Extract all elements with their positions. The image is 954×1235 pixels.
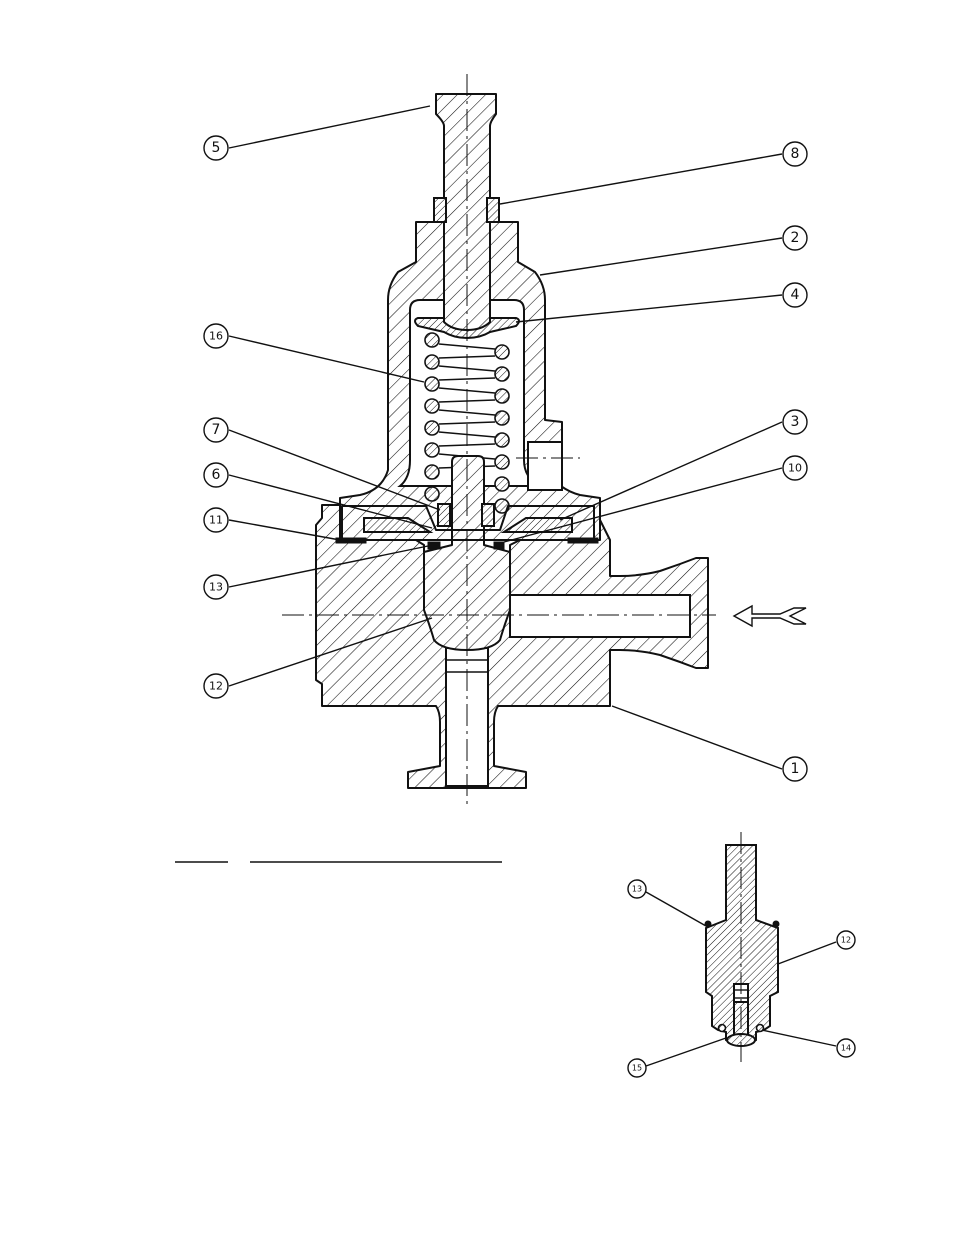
callout-label: 14 (841, 1044, 851, 1053)
callout-2: 2 (783, 226, 807, 250)
callout-label: 11 (209, 514, 223, 527)
callout-label: 13 (632, 885, 642, 894)
callout-label: 8 (791, 146, 800, 162)
callout-7: 7 (204, 418, 228, 442)
callout-6: 6 (204, 463, 228, 487)
bonnet-port (528, 442, 562, 490)
callout-label: 7 (212, 422, 221, 438)
lock-nut-left (434, 198, 446, 222)
callout-16: 16 (204, 324, 228, 348)
callout-12: 12 (204, 674, 228, 698)
callout-label: 13 (209, 581, 223, 594)
callout-label: 12 (841, 936, 851, 945)
valve-body (316, 500, 708, 788)
detail-callout-15: 15 (628, 1059, 646, 1077)
bushing-right (482, 504, 494, 526)
inlet-bore (510, 595, 690, 637)
callout-label: 12 (209, 680, 223, 693)
callout-label: 5 (212, 140, 221, 156)
callout-4: 4 (783, 283, 807, 307)
bushing-left (438, 504, 450, 526)
gasket-left (336, 538, 366, 543)
callout-label: 3 (791, 414, 800, 430)
detail-callout-12: 12 (837, 931, 855, 949)
callout-8: 8 (783, 142, 807, 166)
callout-11: 11 (204, 508, 228, 532)
callout-label: 4 (791, 287, 800, 303)
callout-label: 6 (212, 467, 221, 483)
callout-label: 10 (788, 462, 802, 475)
callout-1: 1 (783, 757, 807, 781)
callout-label: 1 (791, 761, 800, 777)
callout-5: 5 (204, 136, 228, 160)
callout-label: 16 (209, 330, 223, 343)
lock-nut-right (487, 198, 499, 222)
callout-3: 3 (783, 410, 807, 434)
main-section-view (282, 74, 806, 806)
callout-label: 15 (632, 1064, 642, 1073)
gasket-right (568, 538, 598, 543)
o-ring-right (494, 542, 504, 549)
callout-label: 2 (791, 230, 800, 246)
detail-callout-14: 14 (837, 1039, 855, 1057)
callout-13: 13 (204, 575, 228, 599)
flow-arrow-icon (734, 606, 806, 626)
detail-callout-13: 13 (628, 880, 646, 898)
o-ring-left (428, 542, 440, 549)
callout-10: 10 (783, 456, 807, 480)
detail-stem-view (705, 832, 779, 1062)
